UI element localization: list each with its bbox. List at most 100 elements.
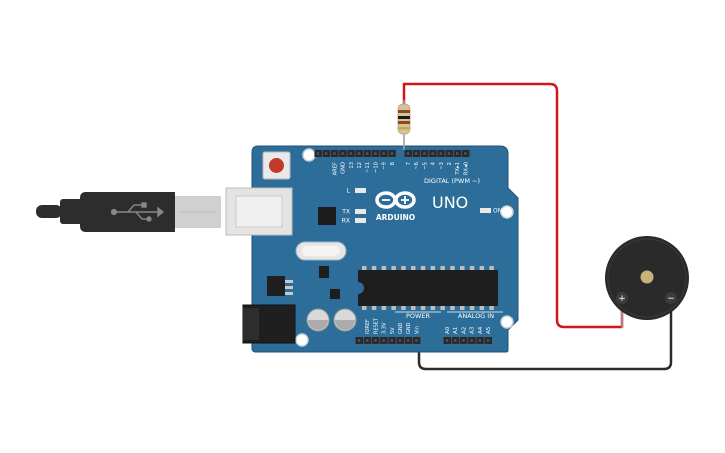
chip-pin <box>371 266 377 270</box>
led-label-tx: TX <box>341 209 350 216</box>
chip-pin <box>430 306 436 310</box>
buzzer-center <box>640 270 654 284</box>
chip-pin <box>450 306 455 310</box>
reset-button[interactable] <box>269 158 284 173</box>
power-jack-front <box>243 308 259 340</box>
onboard-leds <box>355 188 491 223</box>
digital-pin-label: AREF <box>332 162 338 175</box>
led-on <box>480 208 491 213</box>
voltage-regulator <box>267 276 285 296</box>
arduino-logo-text: ARDUINO <box>376 213 415 222</box>
digital-pin-label: ~6 <box>414 162 420 170</box>
chip-pin <box>450 266 455 270</box>
chip-pin <box>430 266 436 270</box>
mounting-hole <box>500 205 514 219</box>
led-label-on: ON <box>493 208 502 215</box>
digital-pin-label: ~5 <box>422 162 428 170</box>
buzzer-terminal-negative <box>665 292 677 304</box>
resistor[interactable] <box>397 100 411 150</box>
analog-pin-label: A4 <box>478 326 484 334</box>
chip-pin <box>362 306 367 310</box>
usb-strain-relief <box>36 205 62 218</box>
digital-pin-label: GND <box>341 162 347 174</box>
small-chip <box>319 266 329 278</box>
power-pin-label: 3.3V <box>382 322 388 334</box>
digital-pin-label: ~11 <box>365 162 371 173</box>
arduino-infinity-logo <box>375 191 416 209</box>
chip-pin <box>401 266 406 270</box>
mounting-hole <box>500 315 514 329</box>
digital-pin-header[interactable] <box>314 150 470 157</box>
chip-pin <box>391 266 396 270</box>
digital-pin-label: RX◂0 <box>463 162 469 175</box>
mounting-hole <box>302 148 316 162</box>
power-pin-label: IOREF <box>365 319 371 334</box>
analog-header-title: ANALOG IN <box>458 312 494 320</box>
power-pin-label: GND <box>406 322 412 334</box>
digital-pin-label: TX▸1 <box>455 162 461 176</box>
power-pin-label: GND <box>398 322 404 334</box>
power-pin-label: Vin <box>414 326 420 334</box>
analog-pin-header[interactable] <box>443 337 493 344</box>
black-wire-gnd-to-buzzer[interactable] <box>417 300 673 371</box>
crystal-highlight <box>302 246 340 256</box>
digital-pin-label: 7 <box>406 162 412 165</box>
digital-pin-label: 12 <box>357 162 363 169</box>
chip-pin <box>469 306 475 310</box>
board-model-text: UNO <box>432 193 468 212</box>
chip-pin <box>489 266 494 270</box>
buzzer-minus-label: − <box>667 294 675 304</box>
power-pin-header[interactable] <box>355 337 421 344</box>
chip-pin <box>371 306 377 310</box>
usb-cable <box>36 192 221 232</box>
digital-pin-label: 13 <box>349 162 355 169</box>
led-tx <box>355 209 366 214</box>
led-l <box>355 188 366 193</box>
digital-pin-label: 2 <box>447 162 453 165</box>
small-chip <box>330 289 340 299</box>
analog-pin-label: A2 <box>461 327 467 334</box>
chip-pin <box>381 266 387 270</box>
chip-pin <box>362 266 367 270</box>
power-pin-label: 5V <box>390 327 396 334</box>
chip-pin <box>381 306 387 310</box>
buzzer-plus-label: + <box>618 294 626 304</box>
chip-pin <box>440 306 445 310</box>
digital-pin-label: 8 <box>390 162 396 165</box>
atmega-microcontroller <box>358 266 498 310</box>
chip-pin <box>401 306 406 310</box>
mounting-hole <box>295 333 309 347</box>
led-rx <box>355 218 366 223</box>
power-header-title: POWER <box>406 312 431 320</box>
chip-pin <box>479 266 485 270</box>
chip-pin <box>420 306 426 310</box>
red-wire-resistor-to-buzzer[interactable] <box>402 82 624 329</box>
analog-pin-label: A3 <box>470 326 476 334</box>
digital-header-title: DIGITAL (PWM ~) <box>424 177 480 185</box>
chip-pin <box>460 306 465 310</box>
led-label-l: L <box>347 188 351 195</box>
usb-symbol-icon <box>110 202 165 222</box>
digital-pin-label: ~10 <box>373 162 379 173</box>
led-label-rx: RX <box>342 218 350 225</box>
piezo-buzzer[interactable]: + − <box>605 236 689 328</box>
resistor-band <box>398 127 410 130</box>
analog-pin-label: A0 <box>445 326 451 334</box>
usb-b-port-inner <box>235 195 283 228</box>
chip-pin <box>440 266 445 270</box>
buzzer-terminal-positive <box>616 292 628 304</box>
analog-pin-label: A1 <box>453 327 459 334</box>
chip-pin <box>391 306 396 310</box>
digital-pin-label: ~3 <box>439 162 445 170</box>
resistor-band <box>398 110 410 113</box>
analog-pin-label: A5 <box>486 326 492 334</box>
power-pin-label: RESET <box>373 317 379 334</box>
resistor-band <box>398 121 410 124</box>
resistor-band <box>398 116 410 119</box>
chip-pin <box>420 266 426 270</box>
